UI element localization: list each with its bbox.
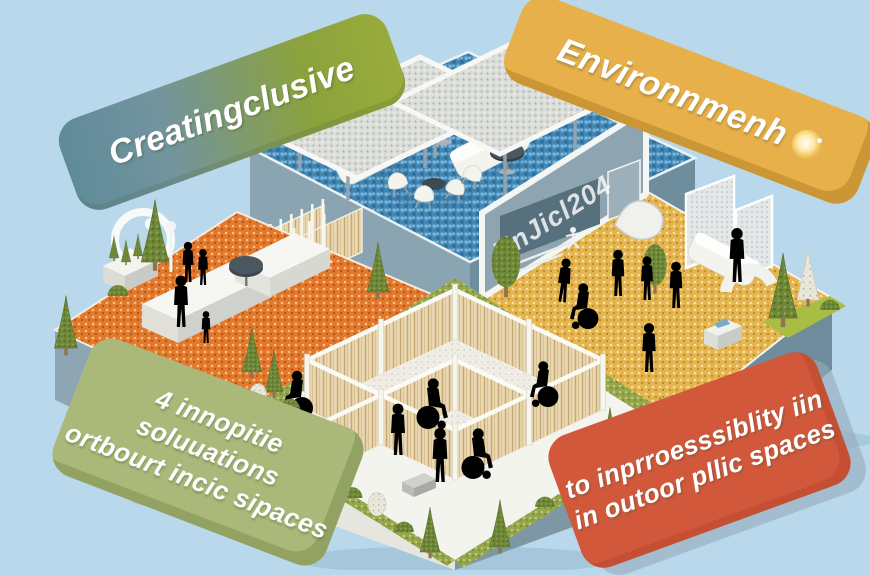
storage-box <box>402 473 436 497</box>
parasol-table <box>229 256 263 286</box>
sparkle-icon <box>787 125 827 165</box>
pale-tree <box>796 248 820 308</box>
pale-bush <box>367 492 387 517</box>
recycle-bin <box>704 318 742 350</box>
maze-beams <box>306 287 604 433</box>
lamp-post <box>166 221 176 272</box>
arch-shelter <box>720 263 778 293</box>
figure-pictogram <box>565 227 581 250</box>
curved-lounge-chair <box>614 200 664 241</box>
